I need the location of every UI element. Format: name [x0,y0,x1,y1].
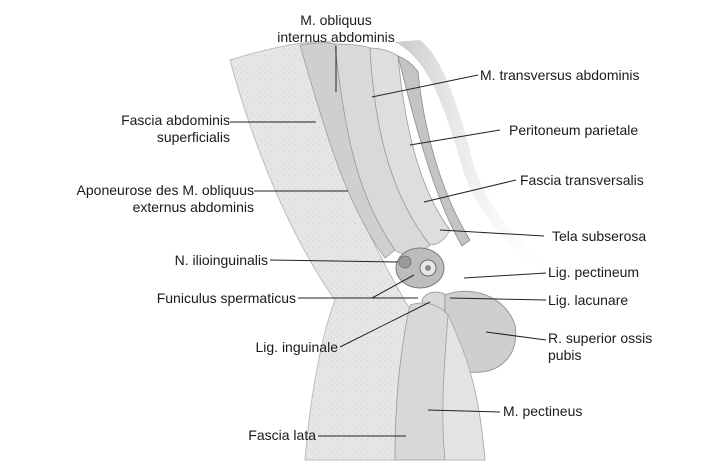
label-funiculus: Funiculus spermaticus [100,290,296,307]
label-tela-subserosa: Tela subserosa [552,228,646,245]
label-obliquus-internus-line2: internus abdominis [266,29,406,46]
label-obliquus-internus: M. obliquus internus abdominis [266,12,406,46]
label-fascia-superficialis: Fascia abdominis superficialis [40,112,230,146]
label-transversus: M. transversus abdominis [480,67,640,84]
label-lig-lacunare: Lig. lacunare [548,292,628,309]
label-ossis-pubis-line1: R. superior ossis [548,330,652,347]
label-fascia-superficialis-line2: superficialis [40,129,230,146]
label-aponeurose-line1: Aponeurose des M. obliquus [2,182,254,199]
label-peritoneum: Peritoneum parietale [509,122,638,139]
leader-lig-pectineum [464,273,546,278]
label-ossis-pubis: R. superior ossis pubis [548,330,652,364]
ilioinguinal-nerve [399,256,411,268]
cord-vessel-inner [425,265,431,271]
label-obliquus-internus-line1: M. obliquus [266,12,406,29]
label-lig-inguinale: Lig. inguinale [180,339,338,356]
label-aponeurose-line2: externus abdominis [2,199,254,216]
label-ilioinguinalis: N. ilioinguinalis [110,252,268,269]
label-fascia-transversalis: Fascia transversalis [520,172,644,189]
label-lig-pectineum: Lig. pectineum [548,264,639,281]
label-pectineus: M. pectineus [503,403,582,420]
label-ossis-pubis-line2: pubis [548,347,652,364]
label-fascia-lata: Fascia lata [180,427,316,444]
label-fascia-superficialis-line1: Fascia abdominis [40,112,230,129]
label-aponeurose: Aponeurose des M. obliquus externus abdo… [2,182,254,216]
